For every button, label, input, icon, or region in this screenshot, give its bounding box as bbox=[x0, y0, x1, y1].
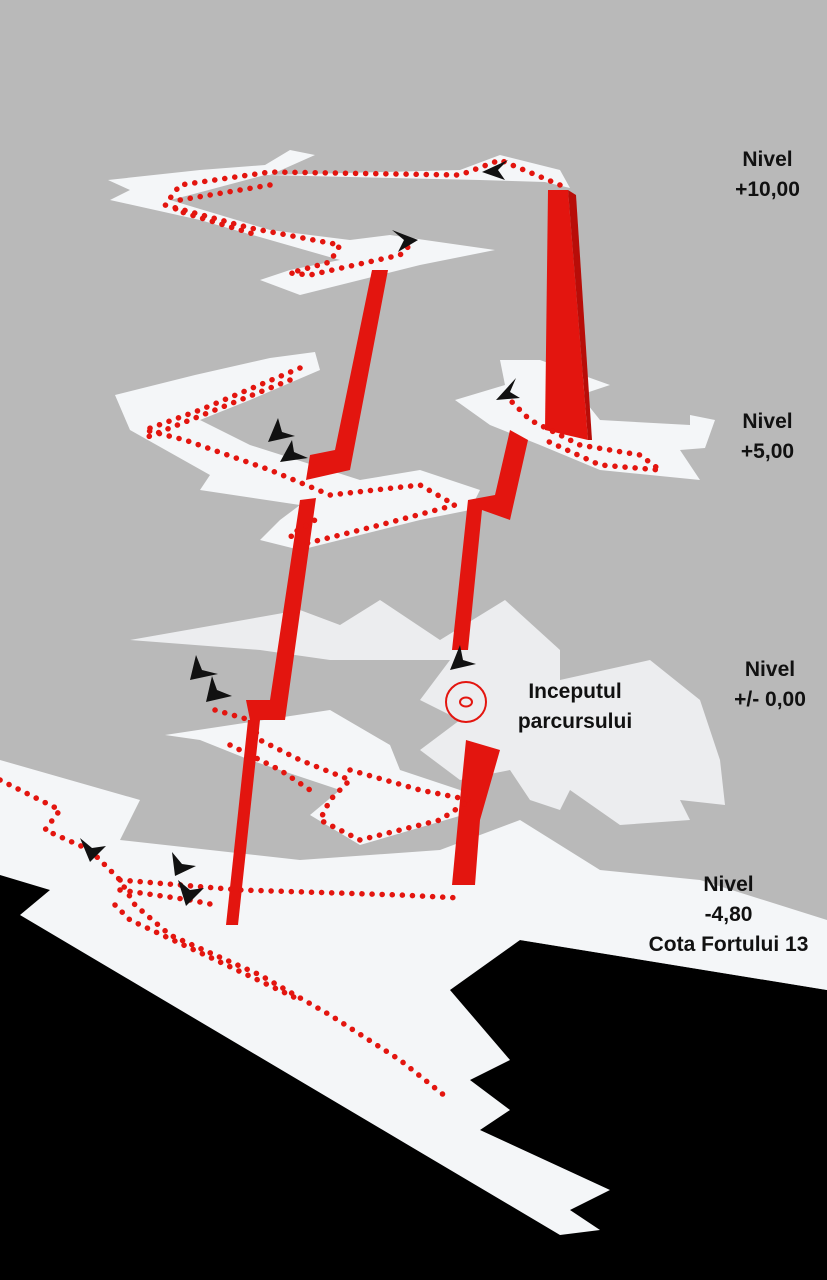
shaft-right-upper-side bbox=[568, 190, 592, 440]
level-label-000: Nivel +/- 0,00 bbox=[715, 655, 825, 715]
direction-arrow-icon bbox=[80, 838, 106, 862]
direction-arrow-icon bbox=[496, 378, 520, 400]
level-label-note: Cota Fortului 13 bbox=[648, 933, 809, 956]
level-label-line: Nivel bbox=[744, 658, 796, 681]
platform-level-1000 bbox=[108, 150, 570, 295]
direction-arrow-icon bbox=[190, 655, 218, 680]
shaft-left-lower bbox=[226, 720, 260, 925]
direction-arrow-icon bbox=[482, 160, 508, 180]
direction-arrows bbox=[80, 160, 520, 906]
direction-arrow-icon bbox=[178, 880, 204, 906]
direction-arrow-icon bbox=[206, 676, 232, 702]
direction-arrow-icon bbox=[280, 440, 308, 462]
level-label-1000: Nivel +10,00 bbox=[715, 145, 820, 205]
shaft-left-middle bbox=[246, 498, 316, 720]
direction-arrow-icon bbox=[450, 645, 476, 670]
target-icon bbox=[445, 681, 487, 723]
level-label-line: Nivel bbox=[742, 148, 793, 171]
level-label-line: Nivel bbox=[703, 873, 754, 896]
start-label-line2: parcursului bbox=[517, 710, 633, 733]
shaft-right-upper bbox=[545, 190, 588, 440]
direction-arrow-icon bbox=[392, 230, 418, 252]
level-label-value: +5,00 bbox=[740, 440, 795, 463]
platform-level-000 bbox=[130, 600, 725, 825]
level-label-minus-480: Nivel -4,80 Cota Fortului 13 bbox=[630, 870, 827, 960]
platform-level-000-lower bbox=[165, 710, 480, 845]
direction-arrow-icon bbox=[268, 418, 295, 442]
level-label-value: +/- 0,00 bbox=[734, 688, 806, 711]
shaft-right-lower bbox=[452, 740, 500, 885]
start-label-line1: Inceputul bbox=[528, 680, 622, 703]
shaft-left-upper bbox=[306, 270, 388, 480]
level-label-500: Nivel +5,00 bbox=[715, 407, 820, 467]
level-label-value: -4,80 bbox=[704, 903, 753, 926]
platform-level-minus-480 bbox=[0, 760, 827, 1235]
platform-level-500-left bbox=[115, 352, 480, 550]
start-label: Inceputul parcursului bbox=[500, 677, 650, 737]
direction-arrow-icon bbox=[172, 852, 196, 876]
shaft-right-middle bbox=[452, 430, 528, 650]
level-label-value: +10,00 bbox=[735, 178, 800, 201]
level-label-line: Nivel bbox=[742, 410, 793, 433]
